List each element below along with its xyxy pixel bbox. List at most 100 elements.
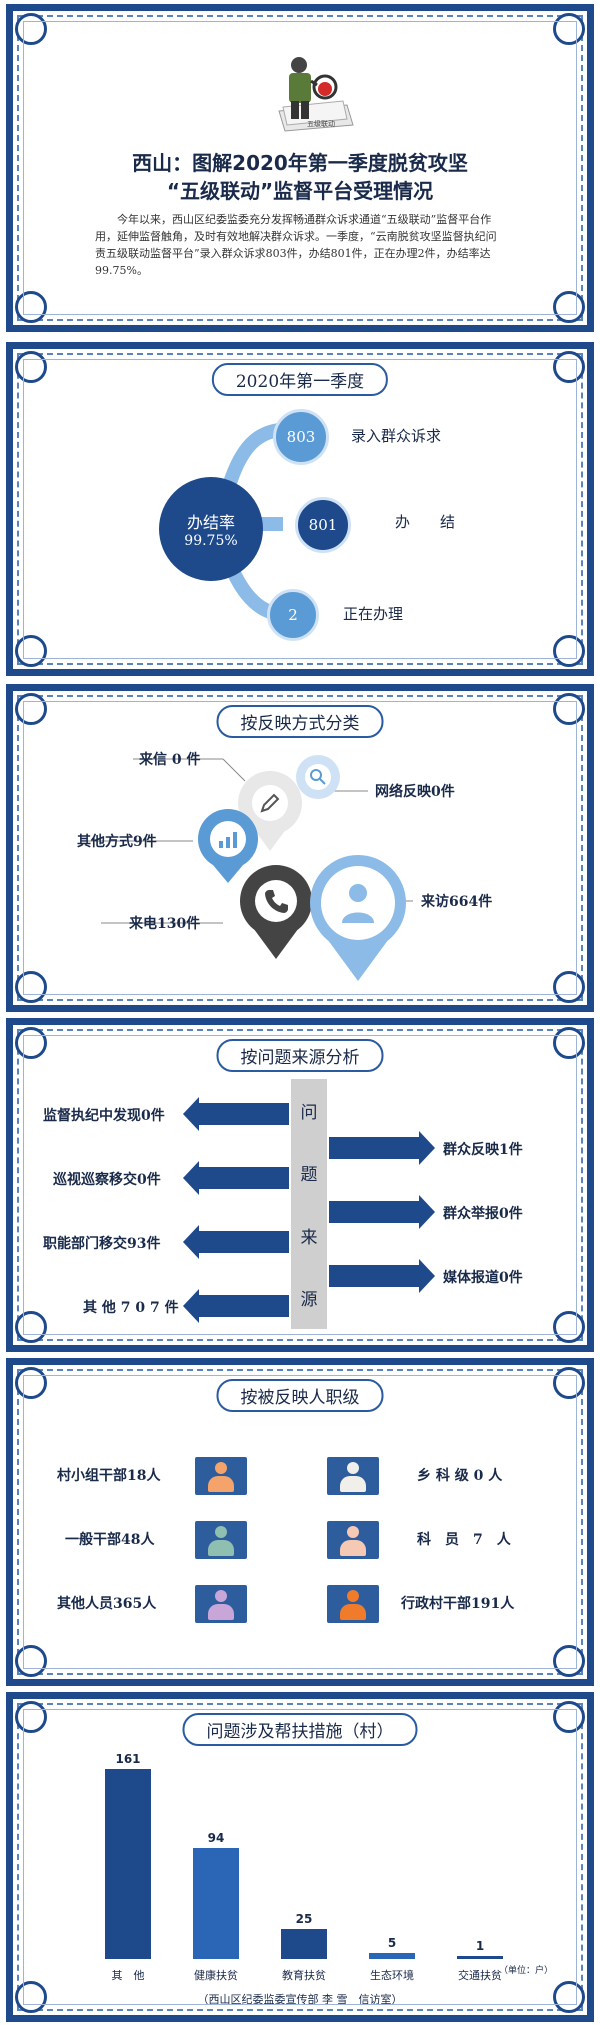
bar-category-label: 教育扶贫 [282,1969,326,1982]
person-head [347,1462,359,1474]
section-title: 按反映方式分类 [216,705,384,738]
right-arrow [329,1259,435,1293]
other-method-label: 其他方式9件 [77,834,157,850]
completed-bubble: 801 [295,497,351,553]
left-arrow [183,1289,289,1323]
left-arrow [183,1225,289,1259]
registered-bubble: 803 [273,409,329,465]
corner-ornament [15,971,47,1003]
online-label: 网络反映0件 [375,784,455,800]
person-torso [208,1604,234,1620]
corner-ornament [15,1027,47,1059]
corner-ornament [15,693,47,725]
rank-panel: 按被反映人职级 村小组干部18人 一般干部48人 其他人员365人 乡 科 级 … [6,1358,594,1686]
in-progress-value: 2 [288,606,298,624]
corner-ornament [15,1645,47,1677]
source-right-label: 媒体报道0件 [443,1270,523,1286]
corner-ornament [553,351,585,383]
corner-ornament [15,635,47,667]
chart-bar [193,1848,239,1959]
person-icon [327,1521,379,1559]
right-arrow [329,1131,435,1165]
section-title: 按被反映人职级 [216,1379,384,1412]
bar-value-label: 94 [207,1831,225,1846]
bar-category-label: 健康扶贫 [194,1969,238,1982]
corner-ornament [15,13,47,45]
channel-pins [83,755,413,981]
section-title: 按问题来源分析 [216,1039,384,1072]
person-head [347,1526,359,1538]
pencil-icon [260,793,280,813]
corner-ornament [15,1981,47,2013]
section-title: 问题涉及帮扶措施（村） [182,1713,418,1746]
corner-ornament [553,13,585,45]
credit-footer: （西山区纪委监委宣传部 李 雪 信访室） [197,1993,403,2006]
phone-icon [265,890,288,913]
corner-ornament [15,1701,47,1733]
person-head [347,1590,359,1602]
rank-right-label: 乡 科 级 0 人 [417,1468,503,1484]
logo-label: 五级联动 [307,120,335,128]
letter-label: 来信 0 件 [139,752,201,768]
chart-bar [369,1953,415,1959]
source-center-column: 问 题 来 源 [291,1079,327,1329]
channel-panel: 按反映方式分类 [6,684,594,1012]
bar-value-label: 161 [115,1752,141,1766]
completion-rate-value: 99.75% [184,533,238,549]
person-icon [195,1585,247,1623]
corner-ornament [553,635,585,667]
chart-bar [281,1929,327,1959]
person-torso [340,1540,366,1556]
inspector-illustration-icon [278,57,354,132]
source-left-label: 职能部门移交93件 [43,1236,161,1252]
bar-category-label: 生态环境 [370,1969,414,1982]
center-char: 源 [300,1290,318,1311]
header-panel: 五级联动 西山：图解2020年第一季度脱贫攻坚 “五级联动”监督平台受理情况 今… [6,4,594,332]
page-title-line2: “五级联动”监督平台受理情况 [166,179,434,203]
person-icon [195,1457,247,1495]
corner-ornament [15,1311,47,1343]
bar-value-label: 5 [387,1936,397,1951]
source-left-label: 其 他 7 0 7 件 [83,1300,179,1316]
source-left-label: 监督执纪中发现0件 [43,1108,165,1124]
page-title: 西山：图解2020年第一季度脱贫攻坚 “五级联动”监督平台受理情况 [13,149,587,205]
corner-ornament [553,1645,585,1677]
in-progress-bubble: 2 [267,589,319,641]
person-icon [327,1457,379,1495]
bar-value-label: 25 [295,1912,313,1927]
unit-label: （单位：户） [499,1966,554,1976]
page-title-line1: 西山：图解2020年第一季度脱贫攻坚 [132,151,468,175]
chart-bar [457,1956,503,1959]
person-icon [327,1585,379,1623]
right-arrow [329,1195,435,1229]
corner-ornament [553,971,585,1003]
person-head [215,1590,227,1602]
in-progress-label: 正在办理 [343,605,404,623]
corner-ornament [553,1367,585,1399]
person-torso [208,1476,234,1492]
source-left-label: 巡视巡察移交0件 [53,1172,161,1188]
corner-ornament [553,1027,585,1059]
center-char: 来 [300,1227,318,1248]
rank-left-label: 一般干部48人 [65,1532,155,1548]
completed-value: 801 [308,516,338,534]
center-char: 问 [300,1102,318,1123]
completion-rate-label: 办结率 [186,513,235,532]
person-torso [340,1604,366,1620]
intro-paragraph: 今年以来，西山区纪委监委充分发挥畅通群众诉求通道“五级联动”监督平台作用，延伸监… [95,213,497,277]
corner-ornament [15,351,47,383]
corner-ornament [553,1981,585,2013]
corner-ornament [553,1701,585,1733]
corner-ornament [553,291,585,323]
section-title: 2020年第一季度 [211,363,389,396]
source-right-label: 群众举报0件 [443,1206,523,1222]
left-arrow [183,1161,289,1195]
person-icon [195,1521,247,1559]
chart-icon [219,832,237,848]
source-right-label: 群众反映1件 [443,1142,523,1158]
center-char: 题 [300,1165,318,1186]
registered-label: 录入群众诉求 [351,427,442,445]
left-arrow [183,1097,289,1131]
